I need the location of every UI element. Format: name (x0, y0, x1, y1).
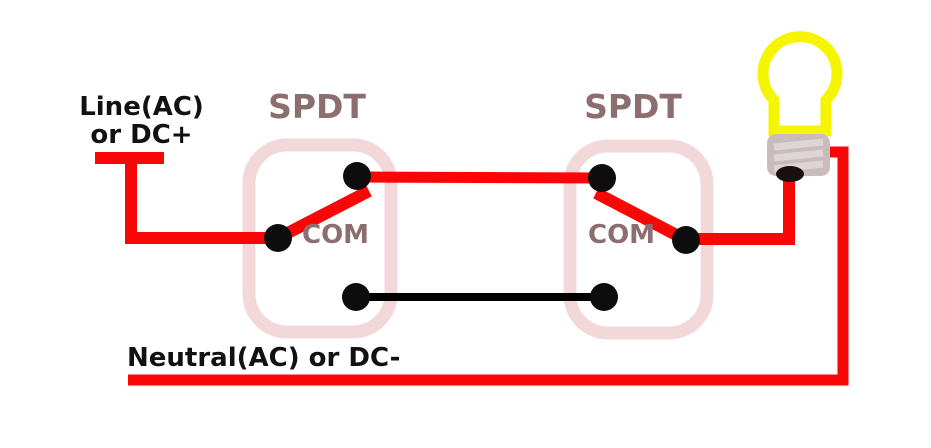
switch-1-type-label: SPDT (268, 87, 366, 126)
bulb-glass (757, 31, 843, 137)
switch-1-lever (275, 185, 372, 244)
bulb-tip (776, 166, 804, 182)
switch-2-type-label: SPDT (584, 87, 682, 126)
line-source-line1: Line(AC) (79, 92, 204, 122)
line-source-line2: or DC+ (90, 120, 193, 150)
switch-1-com-label: COM (302, 220, 370, 250)
traveler-wire-top (356, 171, 604, 184)
switch-2-com-terminal (672, 226, 700, 254)
switch-2-lever (593, 187, 689, 246)
neutral-label: Neutral(AC) or DC- (127, 343, 401, 373)
switch-2-com-label: COM (588, 220, 656, 250)
switch-2-bottom-terminal (590, 283, 618, 311)
line-input-wire (125, 158, 278, 244)
bulb-base-stripe (773, 138, 824, 151)
switch-1-bottom-terminal (342, 283, 370, 311)
line-source-label: Line(AC) or DC+ (64, 93, 219, 149)
switch-2-top-terminal (588, 164, 616, 192)
switch-1-top-terminal (343, 162, 371, 190)
switch-1-com-terminal (264, 224, 292, 252)
lamp-feed-wire (686, 168, 795, 245)
bulb-base-stripe (773, 149, 824, 162)
light-bulb (757, 31, 843, 182)
